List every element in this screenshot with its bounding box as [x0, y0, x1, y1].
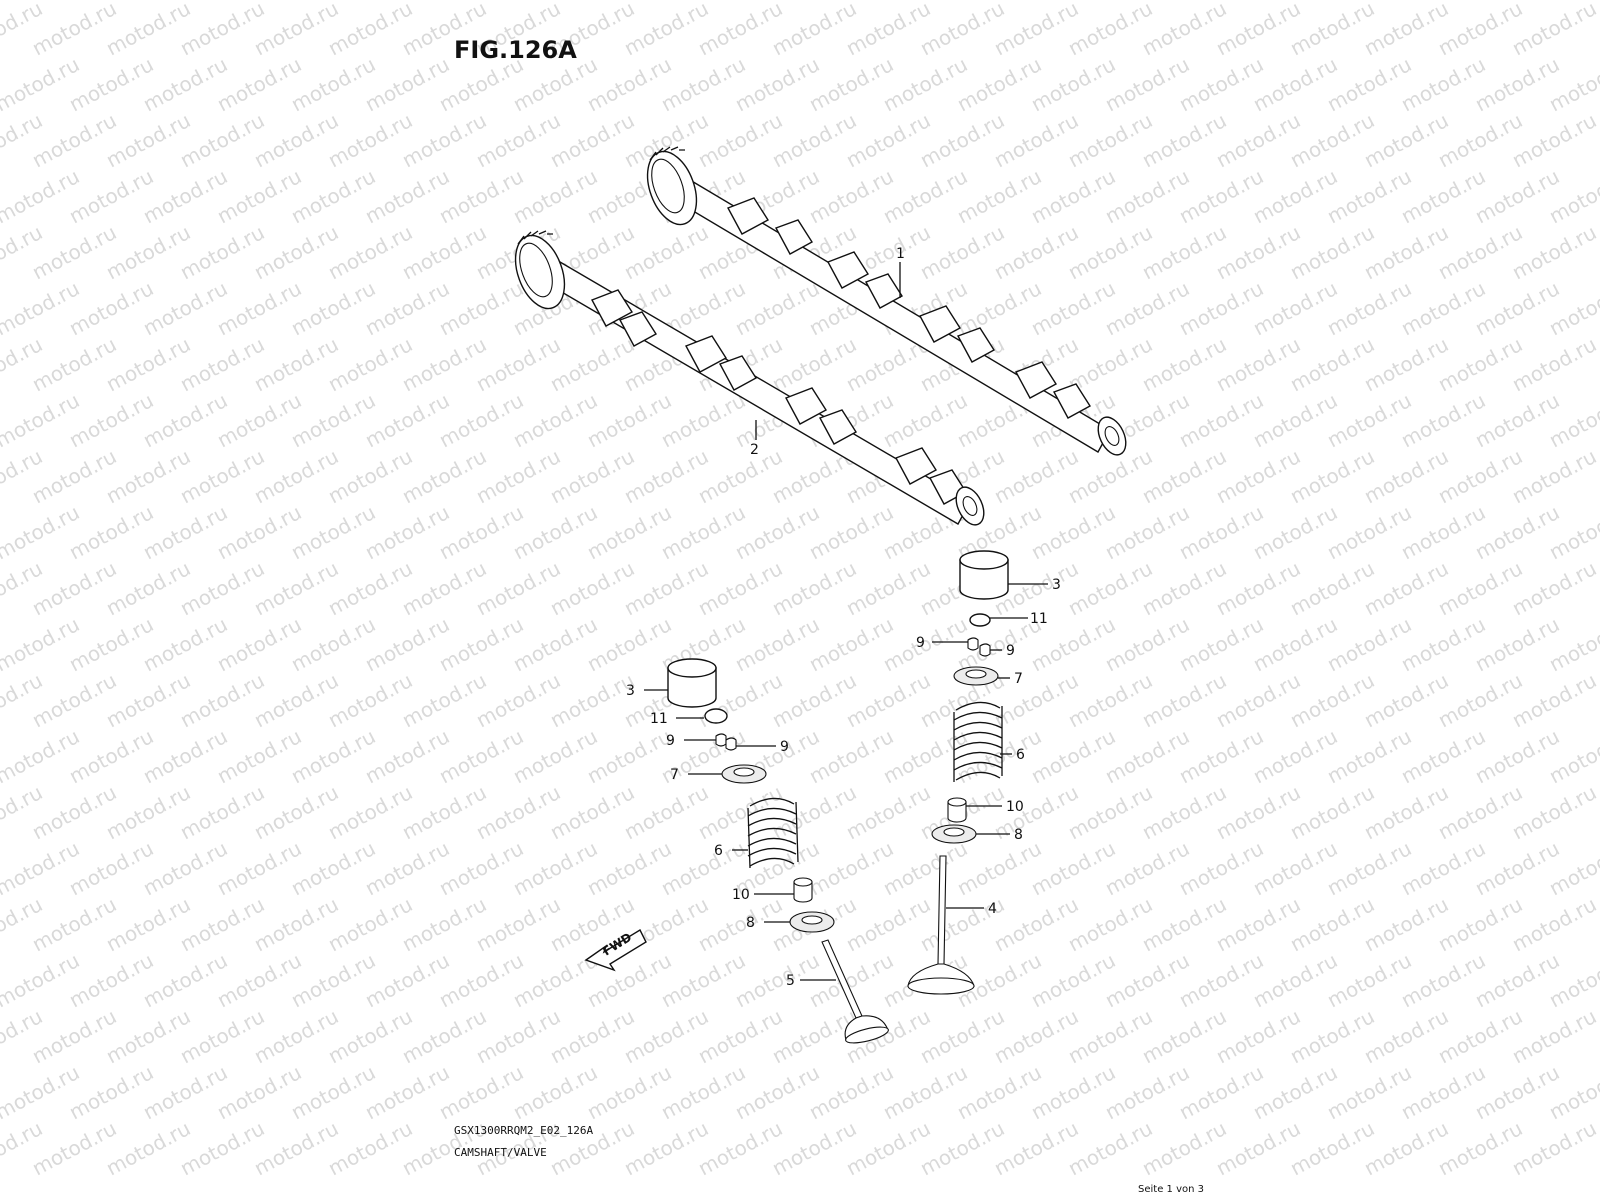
- leader-lines: [644, 262, 1048, 981]
- callout-shim-left: 11: [650, 711, 668, 727]
- callout-cotter-left-b: 9: [780, 739, 789, 755]
- valve-left[interactable]: [821, 939, 890, 1046]
- callout-spring-right: 6: [1016, 747, 1025, 763]
- callout-cotter-right-a: 9: [916, 635, 925, 651]
- callout-retainer-left: 7: [670, 767, 679, 783]
- page-indicator: Seite 1 von 3: [1138, 1184, 1204, 1195]
- shim-right[interactable]: [969, 613, 991, 627]
- callout-seal-right: 10: [1006, 799, 1024, 815]
- callout-shim-right: 11: [1030, 611, 1048, 627]
- seal-right[interactable]: [947, 797, 967, 823]
- callout-seat-right: 8: [1014, 827, 1023, 843]
- retainer-right[interactable]: [953, 666, 999, 686]
- spring-left[interactable]: [747, 797, 799, 869]
- camshaft-2[interactable]: [506, 229, 989, 529]
- shim-left[interactable]: [704, 708, 728, 724]
- spring-right[interactable]: [953, 701, 1003, 782]
- retainer-left[interactable]: [721, 764, 767, 784]
- callout-spring-left: 6: [714, 843, 723, 859]
- callout-retainer-right: 7: [1014, 671, 1023, 687]
- valve-right[interactable]: [907, 855, 975, 995]
- callout-cotter-left-a: 9: [666, 733, 675, 749]
- tappet-left[interactable]: [667, 658, 717, 708]
- diagram-caption: CAMSHAFT/VALVE: [454, 1146, 547, 1159]
- callout-cotter-right-b: 9: [1006, 643, 1015, 659]
- seat-right[interactable]: [931, 824, 977, 844]
- callout-tappet-left: 3: [626, 683, 635, 699]
- cotter-left[interactable]: [715, 733, 737, 751]
- tappet-right[interactable]: [959, 550, 1009, 600]
- seat-left[interactable]: [789, 911, 835, 933]
- callout-seat-left: 8: [746, 915, 755, 931]
- callout-tappet-right: 3: [1052, 577, 1061, 593]
- model-code: GSX1300RRQM2_E02_126A: [454, 1124, 594, 1137]
- callout-cam-2: 2: [750, 442, 759, 458]
- cotter-right[interactable]: [967, 637, 991, 657]
- callout-valve-right: 4: [988, 901, 997, 917]
- callout-valve-left: 5: [786, 973, 795, 989]
- callout-cam-1: 1: [896, 246, 905, 262]
- camshaft-1[interactable]: [638, 145, 1131, 459]
- figure-title: FIG.126A: [454, 36, 577, 64]
- callout-seal-left: 10: [732, 887, 750, 903]
- seal-left[interactable]: [793, 877, 813, 903]
